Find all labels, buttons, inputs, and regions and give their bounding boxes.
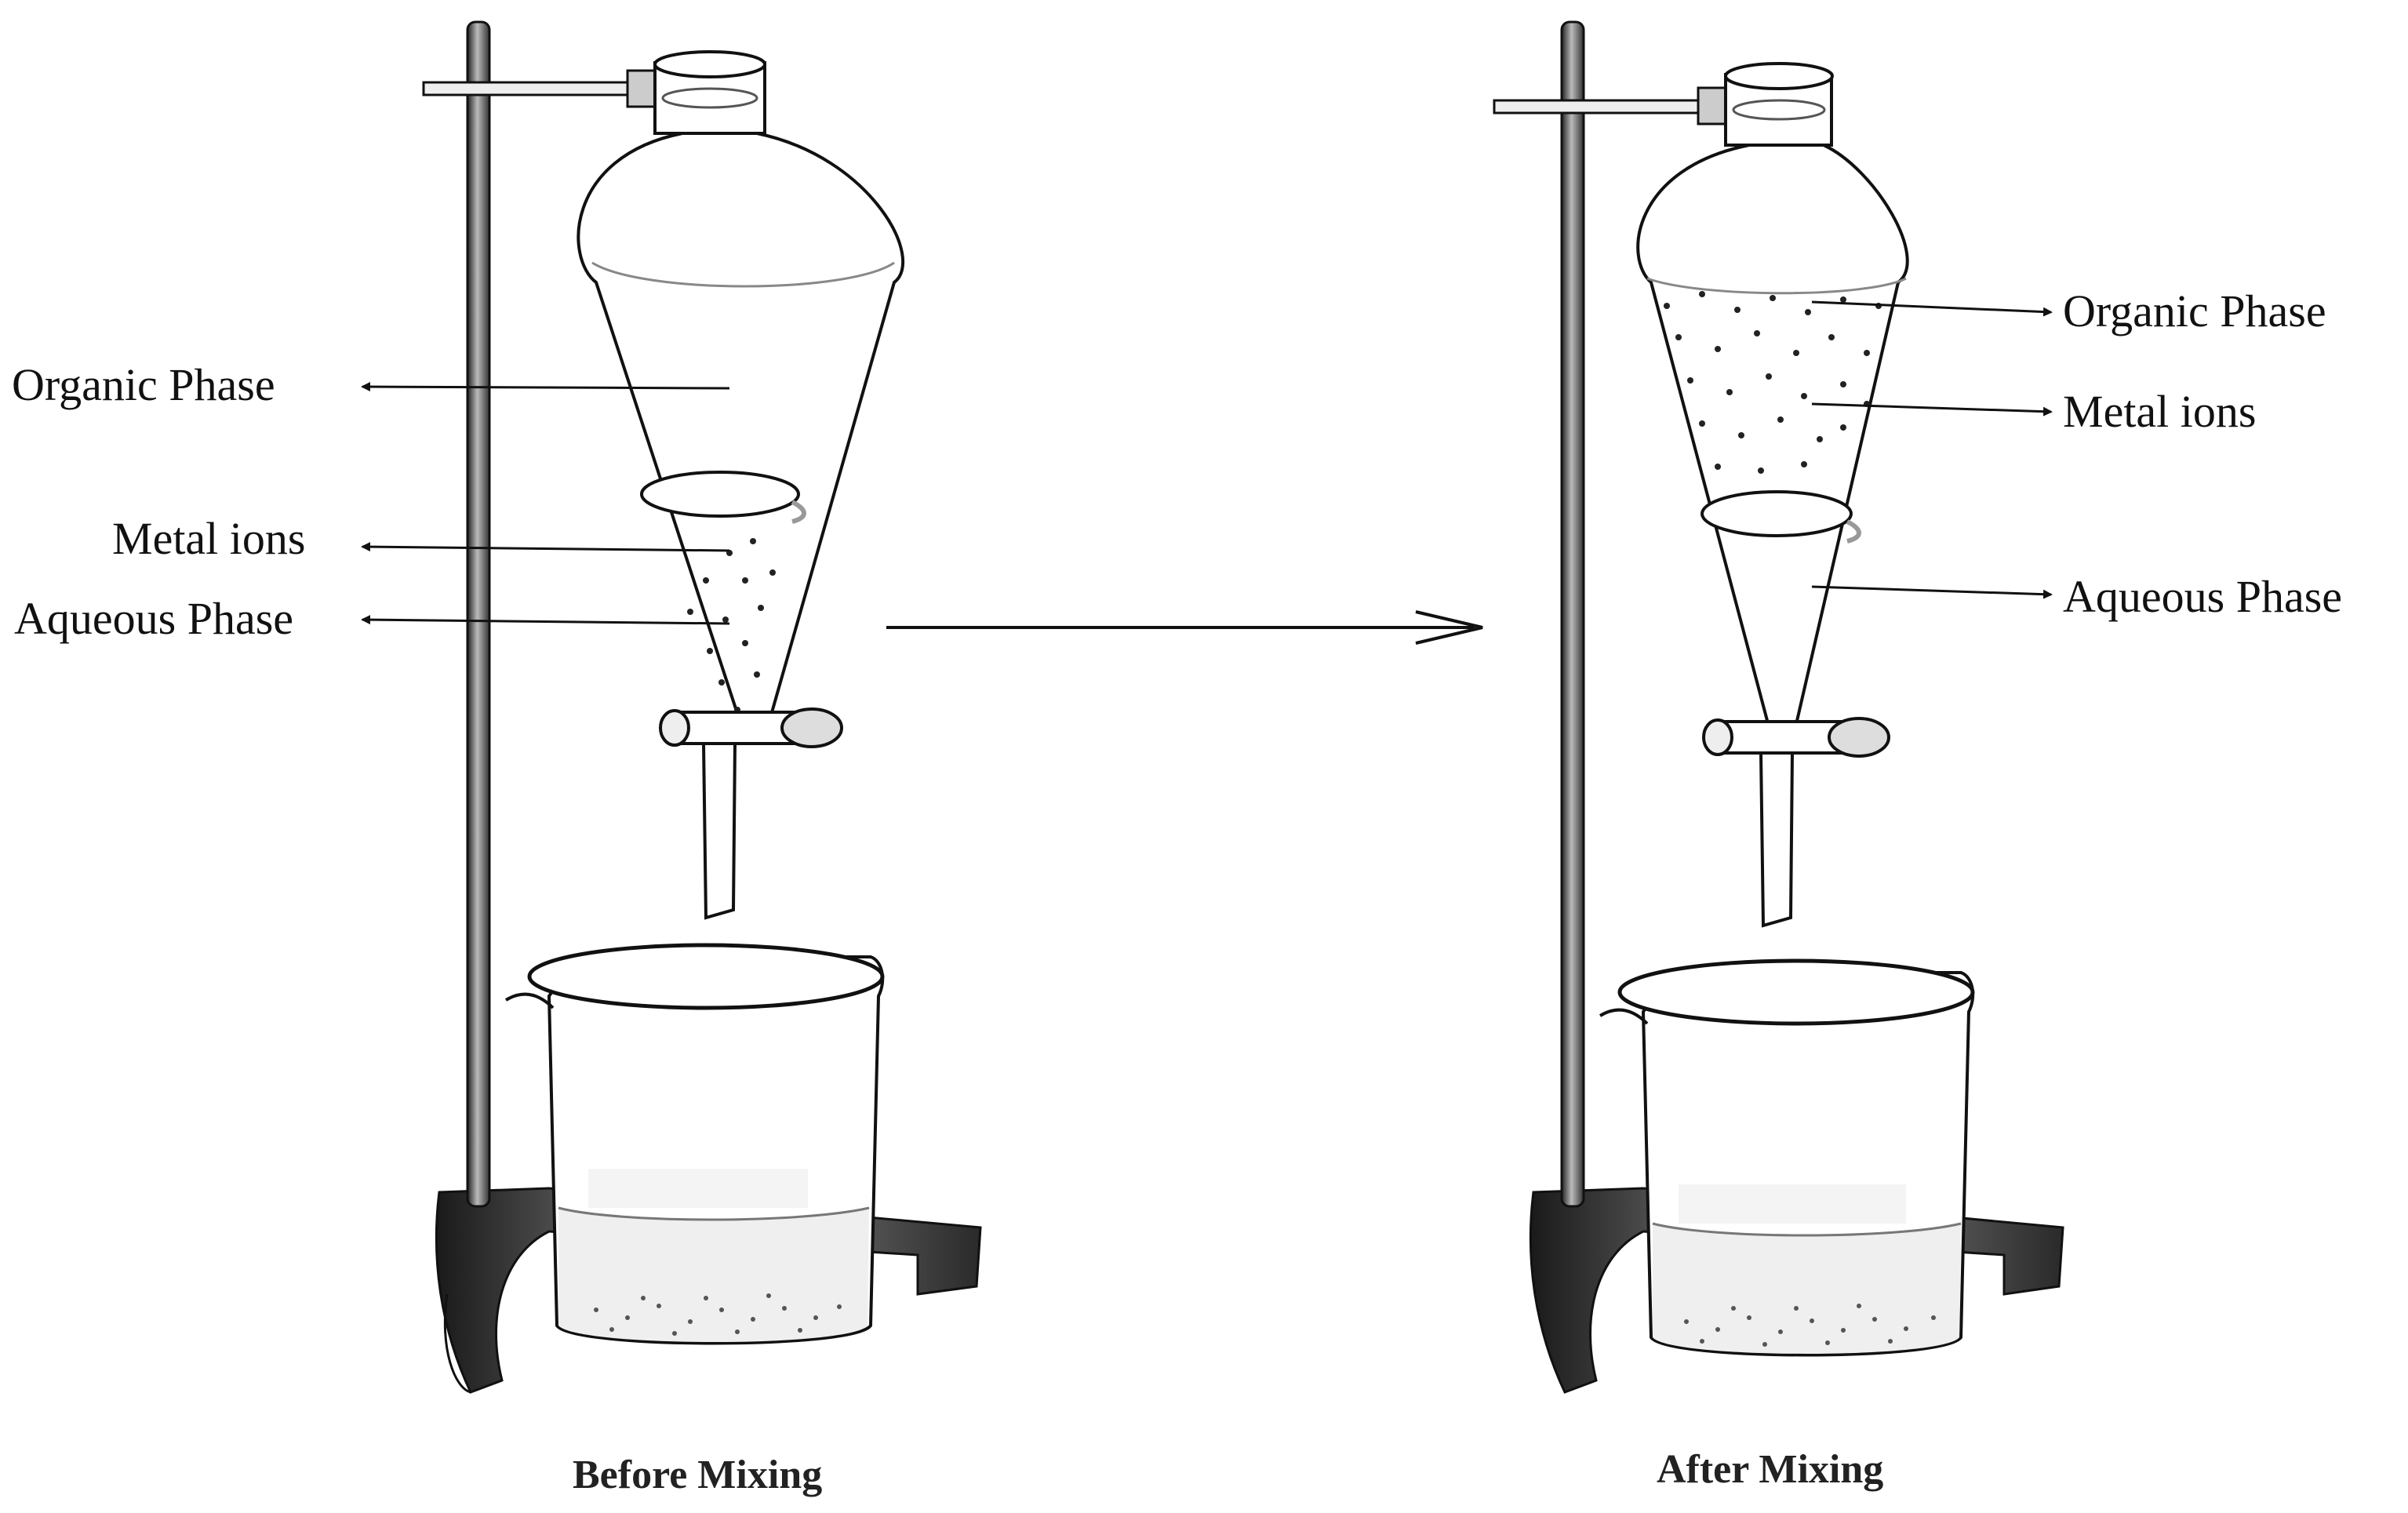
label-organic-phase-after: Organic Phase <box>2063 286 2326 336</box>
beaker-icon <box>504 943 885 1345</box>
caption-before-mixing: Before Mixing <box>573 1453 823 1497</box>
beaker-sediment-dots <box>1684 1304 1936 1347</box>
after-apparatus <box>1493 20 2064 1394</box>
pointer-organic-after <box>1811 300 2053 317</box>
label-aqueous-phase-before: Aqueous Phase <box>14 593 294 644</box>
separatory-funnel-icon <box>577 50 904 920</box>
pointer-aqueous-after <box>1811 585 2053 599</box>
pointer-organic-before <box>361 382 730 392</box>
before-apparatus <box>361 20 982 1394</box>
beaker-icon <box>1599 958 1975 1357</box>
label-metal-ions-after: Metal ions <box>2063 386 2257 437</box>
separatory-funnel-icon <box>1636 62 1909 928</box>
process-arrow-icon <box>886 610 1483 645</box>
label-organic-phase-before: Organic Phase <box>12 359 275 410</box>
label-aqueous-phase-after: Aqueous Phase <box>2063 571 2343 622</box>
label-metal-ions-before: Metal ions <box>112 513 306 564</box>
pointer-metal-before <box>361 542 730 552</box>
metal-ions-dots <box>687 538 776 713</box>
pointer-aqueous-before <box>361 615 730 625</box>
beaker-sediment-dots <box>594 1293 842 1336</box>
pointer-metal-after <box>1811 402 2053 416</box>
caption-after-mixing: After Mixing <box>1657 1447 1884 1492</box>
